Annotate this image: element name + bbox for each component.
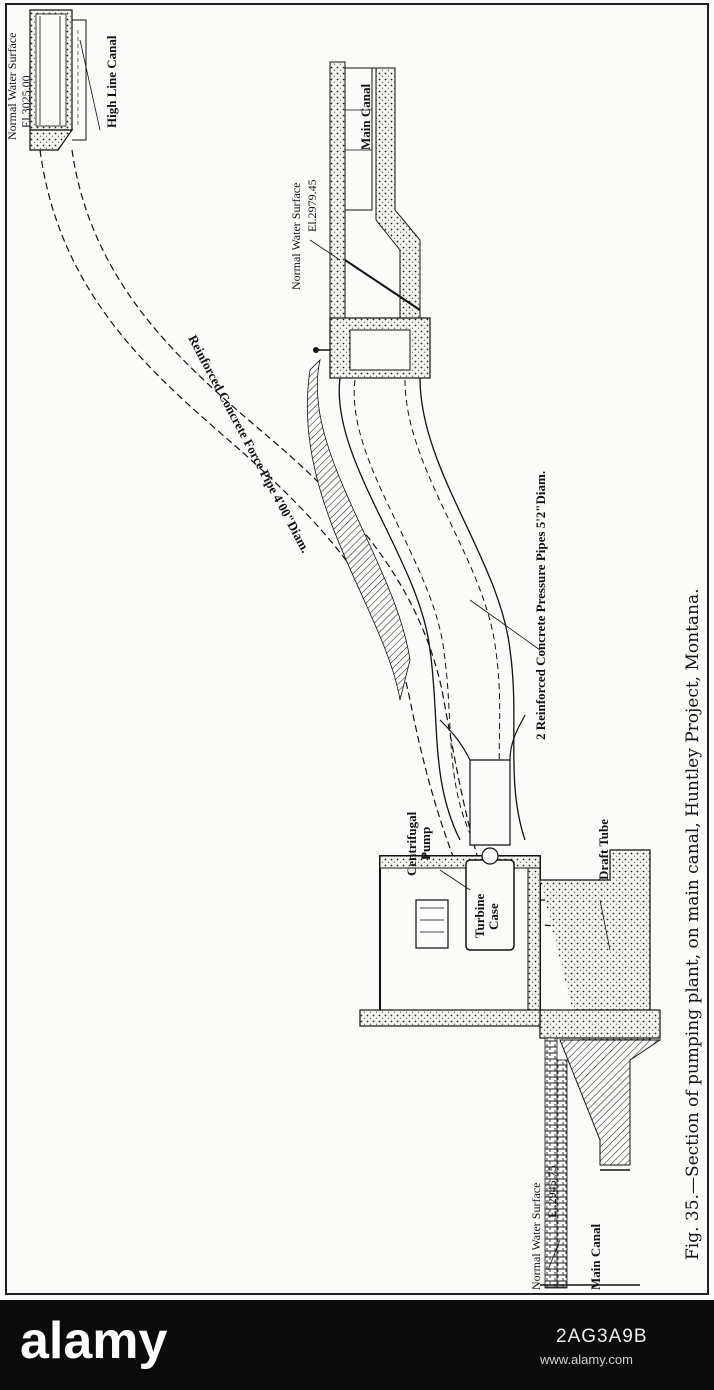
high-line-canal-structure	[29, 9, 87, 151]
centrifugal-pump-label-2: Pump	[418, 827, 433, 860]
pump-house	[359, 714, 661, 1041]
force-pipe-label: Reinforced Concrete Force Pipe 4'00"Diam…	[185, 332, 313, 555]
high-line-water-surface-label: Normal Water Surface	[5, 33, 19, 140]
lower-elevation-label: El.2945.75	[545, 1165, 559, 1218]
force-pipe	[39, 149, 491, 901]
pressure-pipes	[306, 358, 526, 843]
watermark-url: www.alamy.com	[540, 1352, 633, 1367]
watermark-image-id: 2AG3A9B	[556, 1326, 648, 1347]
upper-water-surface-label: Normal Water Surface	[289, 183, 303, 290]
switchboard	[415, 899, 449, 949]
upper-elevation-label: El.2979.45	[305, 179, 319, 232]
upper-main-canal-label: Main Canal	[358, 84, 373, 150]
turbine-case-label-2: Case	[486, 903, 501, 930]
pressure-pipes-label: 2 Reinforced Concrete Pressure Pipes 5'2…	[533, 471, 548, 740]
label-high-line-water-surface: Normal Water Surface El.3025.00	[5, 33, 33, 140]
lower-main-canal-label: Main Canal	[588, 1224, 603, 1290]
lower-main-canal-structure	[540, 1037, 662, 1289]
upper-main-canal-structure	[313, 61, 431, 379]
high-line-elevation-label: El.3025.00	[19, 75, 33, 128]
alamy-logo: alamy	[20, 1312, 168, 1370]
figure-border	[5, 3, 709, 1295]
pumping-plant-section-diagram: Normal Water Surface El.3025.00 High Lin…	[5, 3, 709, 1295]
leader-lines	[79, 39, 611, 1271]
centrifugal-pump-label-1: Centrifugal	[404, 811, 419, 876]
high-line-canal-label: High Line Canal	[104, 35, 119, 128]
turbine-case-label-1: Turbine	[472, 893, 487, 938]
svg-text:alamy: alamy	[20, 1312, 168, 1370]
draft-tube-label: Draft Tube	[596, 819, 611, 880]
figure-caption: Fig. 35.—Section of pumping plant, on ma…	[683, 588, 703, 1260]
watermark-band	[0, 1300, 714, 1390]
lower-water-surface-label: Normal Water Surface	[529, 1183, 543, 1290]
